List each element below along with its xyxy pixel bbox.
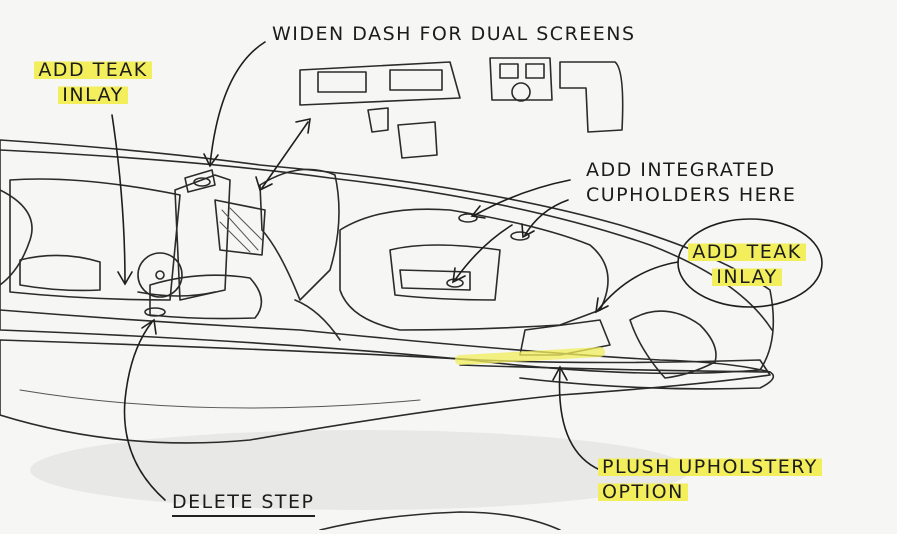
annotation-upholstery-line1: PLUSH UPHOLSTERY bbox=[598, 456, 822, 478]
annotation-upholstery: PLUSH UPHOLSTERY OPTION bbox=[598, 455, 822, 505]
annotation-teak-left: ADD TEAK INLAY bbox=[34, 58, 152, 108]
annotation-teak-left-line1: ADD TEAK bbox=[34, 59, 152, 81]
windscreen bbox=[259, 168, 340, 301]
annotation-circle bbox=[677, 218, 823, 308]
teak-inlay-bow bbox=[629, 310, 717, 379]
annotation-teak-right-line1: ADD TEAK bbox=[688, 241, 806, 263]
ground-shadow bbox=[30, 430, 690, 510]
bow-seating bbox=[339, 208, 609, 331]
annotation-delete-step: DELETE STEP bbox=[172, 490, 315, 517]
annotation-widen-dash-text: WIDEN DASH FOR DUAL SCREENS bbox=[272, 23, 636, 45]
annotation-teak-left-line2: INLAY bbox=[58, 84, 128, 106]
annotation-widen-dash: WIDEN DASH FOR DUAL SCREENS bbox=[272, 22, 636, 47]
cockpit-interior bbox=[9, 178, 181, 301]
annotation-cupholders-line2: CUPHOLDERS HERE bbox=[586, 184, 797, 206]
hull-body bbox=[0, 339, 771, 444]
deck-shell bbox=[0, 139, 775, 375]
dash-sketch-right bbox=[489, 57, 624, 133]
annotation-cupholders-line1: ADD INTEGRATED bbox=[586, 159, 776, 181]
annotation-cupholders: ADD INTEGRATED CUPHOLDERS HERE bbox=[586, 158, 796, 208]
annotation-delete-step-text: DELETE STEP bbox=[172, 491, 315, 517]
highlight-strip bbox=[455, 347, 605, 365]
dash-sketch-left bbox=[299, 61, 461, 159]
step-area bbox=[149, 274, 263, 320]
lower-hull-partial bbox=[319, 511, 561, 531]
annotation-upholstery-line2: OPTION bbox=[598, 481, 688, 503]
annotation-teak-right: ADD TEAK INLAY bbox=[686, 240, 808, 290]
annotation-arrows bbox=[111, 41, 679, 501]
helm-console bbox=[174, 174, 231, 301]
annotation-teak-right-line2: INLAY bbox=[712, 266, 782, 288]
